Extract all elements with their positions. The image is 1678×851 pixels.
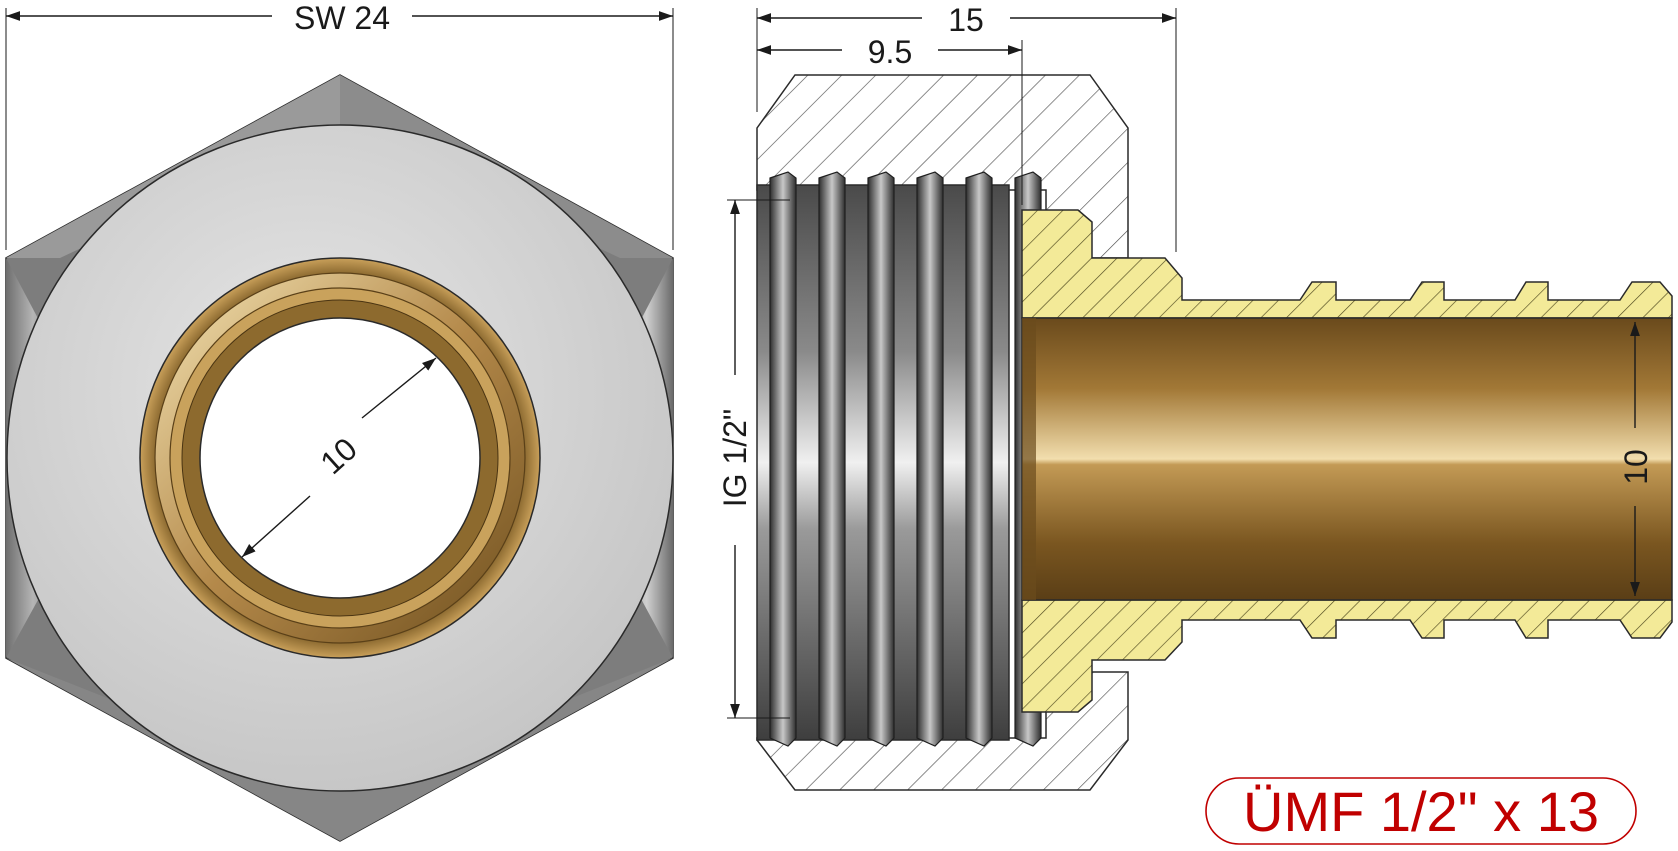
- bore-dim-line-upper: [361, 357, 437, 419]
- side-bore-label: 10: [1618, 449, 1654, 485]
- hex-flank-top-right: [340, 75, 673, 258]
- bore-opening: [199, 317, 481, 599]
- title-badge-text: ÜMF 1/2" x 13: [1243, 780, 1599, 843]
- thread-ridge: [769, 171, 797, 747]
- brass-insert-section-bottom: [1021, 599, 1673, 713]
- title-badge: ÜMF 1/2" x 13: [1205, 777, 1637, 845]
- thread-spec-label: IG 1/2": [717, 409, 753, 508]
- bore-entry-step: [1022, 318, 1036, 600]
- thread-ridge: [916, 171, 944, 747]
- front-view: SW 24 10: [5, 0, 674, 842]
- thread-depth-label: 9.5: [868, 34, 912, 70]
- hex-flank-top-left: [6, 75, 340, 258]
- hex-flank-bottom: [6, 658, 673, 841]
- overall-length-label: 15: [948, 2, 984, 38]
- wrench-size-label: SW 24: [294, 0, 390, 36]
- title-badge-frame: [1205, 777, 1637, 845]
- thread-ridge: [818, 171, 846, 747]
- brass-insert-section-top: [1021, 209, 1673, 319]
- brass-bore: [1021, 317, 1673, 601]
- thread-ridge: [965, 171, 993, 747]
- thread-ridge: [867, 171, 895, 747]
- bore-dim-line-lower: [241, 495, 311, 558]
- section-view: 15 9.5 IG 1/2" 10: [717, 2, 1673, 791]
